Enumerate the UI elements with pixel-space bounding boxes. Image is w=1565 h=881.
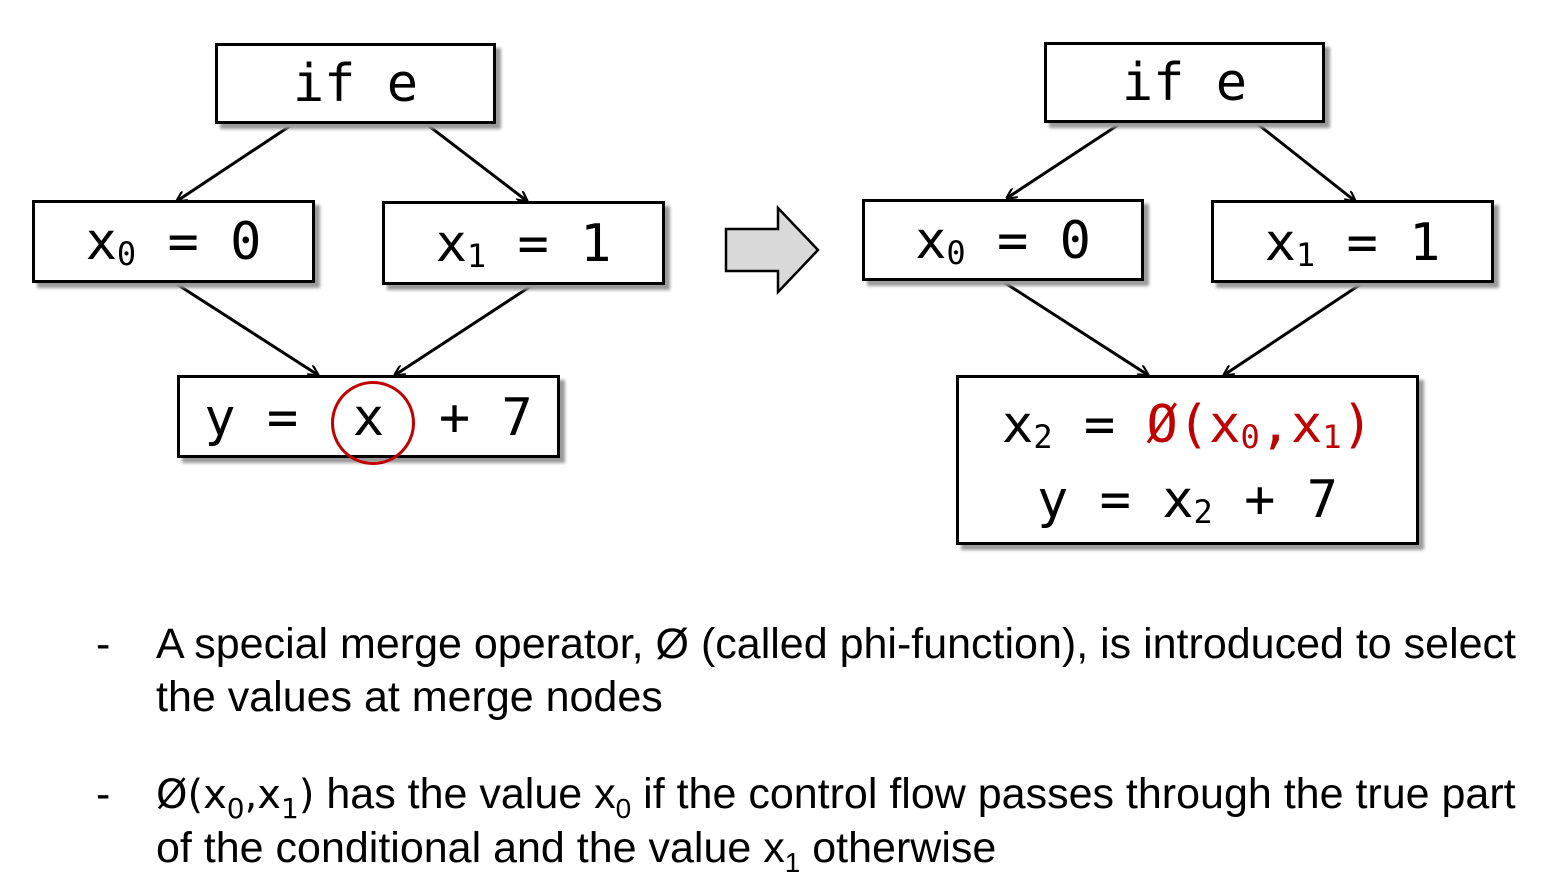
edge-right-x1-to-phi	[1224, 282, 1362, 375]
phi-arg0-sub: 0	[1240, 418, 1260, 456]
right-x0-var: x	[915, 211, 947, 271]
left-y-lhs: y =	[204, 388, 299, 448]
right-x0-node: x0 = 0	[862, 199, 1144, 281]
edge-left-if-to-x0	[177, 124, 291, 201]
left-x1-sub: 1	[466, 237, 487, 275]
left-x0-node: x0 = 0	[32, 200, 315, 283]
edge-left-x1-to-y	[395, 284, 532, 375]
right-x1-assign: = 1	[1315, 213, 1441, 273]
bullet-2-sub-b: 1	[784, 847, 801, 878]
edge-left-x0-to-y	[174, 281, 318, 375]
y-rhs: + 7	[1212, 470, 1339, 530]
bullet-dash: -	[96, 770, 111, 818]
phi-assignment-line: x2 = Ø(x0,x1)	[959, 393, 1416, 457]
x2-equals: =	[1052, 395, 1147, 455]
phi-function: Ø(x0,x1)	[1147, 395, 1373, 455]
left-x1-node: x1 = 1	[382, 201, 665, 285]
bullet-1-text: A special merge operator, Ø (called phi-…	[156, 620, 1516, 721]
y-assignment-line: y = x2 + 7	[959, 468, 1416, 532]
bullet-phi-semantics: - Ø(x0,x1) has the value x0 if the contr…	[96, 768, 1536, 878]
left-y-rhs: + 7	[438, 388, 533, 448]
highlight-circle	[331, 381, 415, 465]
bullet-2-text-a: has the value x	[314, 770, 616, 818]
bullet-dash: -	[96, 620, 111, 668]
y-x2-sub: 2	[1193, 493, 1213, 531]
right-if-label: if e	[1121, 53, 1248, 113]
left-x0-sub: 0	[116, 235, 137, 273]
bullet-2-text-c: otherwise	[800, 824, 997, 872]
phi-mid: ,x	[1259, 395, 1323, 455]
left-x0-var: x	[85, 212, 117, 272]
right-x0-assign: = 0	[965, 211, 1091, 271]
right-x1-var: x	[1264, 213, 1296, 273]
edge-left-if-to-x1	[424, 121, 527, 201]
bullet-phi-operator: - A special merge operator, Ø (called ph…	[96, 618, 1536, 724]
y-lhs: y = x	[1036, 470, 1194, 530]
bullet-2-sub-a: 0	[615, 793, 632, 824]
left-x1-assign: = 1	[486, 214, 612, 274]
x2-var: x	[1002, 395, 1034, 455]
right-x0-sub: 0	[946, 234, 966, 272]
left-x0-assign: = 0	[136, 212, 262, 272]
right-if-node: if e	[1044, 42, 1325, 123]
left-if-label: if e	[292, 54, 419, 114]
right-x1-node: x1 = 1	[1211, 200, 1494, 283]
left-x1-var: x	[435, 214, 467, 274]
left-if-node: if e	[215, 43, 496, 124]
right-phi-node: x2 = Ø(x0,x1) y = x2 + 7	[956, 375, 1419, 545]
phi-arg1-sub: 1	[1322, 418, 1342, 456]
phi-open: Ø(x	[1146, 395, 1241, 455]
edge-right-if-to-x0	[1007, 123, 1119, 198]
x2-sub: 2	[1033, 418, 1053, 456]
explanation-bullets: - A special merge operator, Ø (called ph…	[96, 618, 1536, 878]
transform-arrow-icon	[724, 204, 820, 296]
bullet-2-text-b: if the control flow passes through the t…	[156, 770, 1516, 872]
edge-right-x0-to-phi	[1001, 279, 1148, 375]
edge-right-if-to-x1	[1254, 120, 1355, 201]
right-x1-sub: 1	[1295, 236, 1316, 274]
phi-expression: Ø(x0,x1)	[156, 772, 315, 825]
phi-close: )	[1341, 395, 1373, 455]
